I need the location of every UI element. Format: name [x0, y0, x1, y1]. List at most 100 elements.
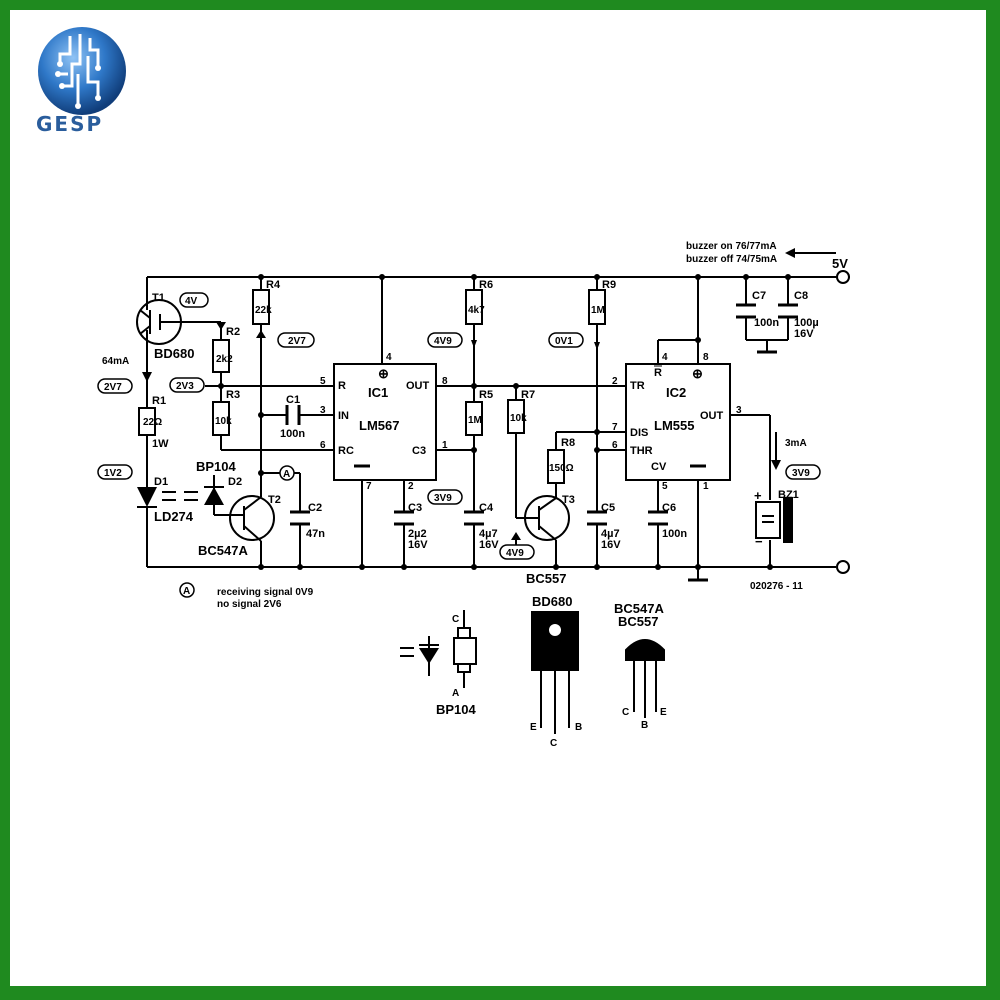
r6-value: 4k7	[468, 305, 485, 316]
bz1-plus: +	[754, 488, 762, 503]
d2-type: BP104	[196, 459, 237, 474]
bd680-package	[531, 611, 579, 734]
ic2-pin4: 4	[662, 352, 668, 363]
r2-label: R2	[226, 326, 240, 338]
ic2-pin-rbar: R	[654, 367, 662, 379]
ic1-pin1: 1	[442, 440, 448, 451]
bz1-minus: −	[755, 534, 763, 549]
r3-resistor	[212, 401, 230, 436]
r5-label: R5	[479, 389, 493, 401]
voltage-4v: 4V	[185, 296, 198, 307]
gesp-logo	[32, 24, 132, 144]
ic1-pin-r: R	[338, 380, 346, 392]
voltage-4v9-b: 4V9	[506, 548, 524, 559]
ic1-pin4: 4	[386, 352, 392, 363]
current-off-label: buzzer off 74/75mA	[686, 254, 777, 265]
r3-value: 10k	[215, 416, 232, 427]
t2-label: T2	[268, 494, 281, 506]
r6-resistor	[465, 289, 483, 325]
d2-label: D2	[228, 476, 242, 488]
ic1-pin-c3: C3	[412, 445, 426, 457]
c1-value: 100n	[280, 428, 305, 440]
c2-value: 47n	[306, 528, 325, 540]
c3-label: C3	[408, 502, 422, 514]
current-3ma: 3mA	[785, 438, 807, 449]
diagram-code: 020276 - 11	[750, 581, 803, 592]
ic1-pin8: 8	[442, 376, 448, 387]
bc-pin-c: C	[622, 707, 629, 718]
r1-resistor	[138, 407, 156, 436]
ic1-pin3: 3	[320, 405, 326, 416]
bp104-name: BP104	[436, 702, 477, 717]
d2-photodiode	[184, 486, 224, 505]
voltage-3v9-a: 3V9	[434, 493, 452, 504]
t2-transistor	[229, 495, 275, 542]
voltage-2v7-b: 2V7	[288, 336, 306, 347]
r9-label: R9	[602, 279, 616, 291]
ic1-pin-out: OUT	[406, 380, 430, 392]
ic1-pin-rc: RC	[338, 445, 354, 457]
ic1-plus: ⊕	[378, 366, 389, 381]
c6-value: 100n	[662, 528, 687, 540]
legend-receiving: receiving signal 0V9	[217, 587, 314, 598]
current-64ma: 64mA	[102, 356, 129, 367]
bc547a-name: BC547A	[614, 601, 664, 616]
r7-value: 10k	[510, 413, 527, 424]
schematic-frame: GESP	[10, 10, 986, 986]
ic2-pin-tr: TR	[630, 380, 645, 392]
voltage-3v9-b: 3V9	[792, 468, 810, 479]
ic1-pin6: 6	[320, 440, 326, 451]
ic1-type: LM567	[359, 418, 399, 433]
ic2-type: LM555	[654, 418, 694, 433]
r8-label: R8	[561, 437, 575, 449]
t1-label: T1	[152, 292, 165, 304]
ic2-pin1: 1	[703, 481, 709, 492]
d1-type: LD274	[154, 509, 194, 524]
ic2-pin6: 6	[612, 440, 618, 451]
r3-label: R3	[226, 389, 240, 401]
ic2-pin-thr: THR	[630, 445, 653, 457]
bd680-pin-e: E	[530, 722, 537, 733]
ic1-pin2: 2	[408, 481, 414, 492]
c6-label: C6	[662, 502, 676, 514]
bp104-pin-a: A	[452, 688, 459, 699]
r4-label: R4	[266, 279, 281, 291]
r6-label: R6	[479, 279, 493, 291]
c8-value: 100µ	[794, 317, 819, 329]
r2-value: 2k2	[216, 354, 233, 365]
c5-label: C5	[601, 502, 615, 514]
bd680-pin-b: B	[575, 722, 582, 733]
d1-led	[137, 487, 176, 508]
bp104-package	[400, 610, 477, 688]
voltage-2v7-a: 2V7	[104, 382, 122, 393]
c2-label: C2	[308, 502, 322, 514]
ic2-pin7: 7	[612, 422, 618, 433]
ic1-pin-in: IN	[338, 410, 349, 422]
r4-value: 22k	[255, 305, 272, 316]
c3-voltage: 16V	[408, 539, 428, 551]
voltage-1v2: 1V2	[104, 468, 122, 479]
bc-pin-b: B	[641, 720, 648, 731]
ic1-name: IC1	[368, 385, 388, 400]
ic2-pin-out: OUT	[700, 410, 724, 422]
c7-value: 100n	[754, 317, 779, 329]
legend-marker-a: A	[183, 586, 190, 597]
bz1-label: BZ1	[778, 489, 799, 501]
r5-resistor	[465, 401, 483, 436]
bp104-pin-c: C	[452, 614, 459, 625]
r1-label: R1	[152, 395, 166, 407]
bc-pin-e: E	[660, 707, 667, 718]
current-on-label: buzzer on 76/77mA	[686, 241, 777, 252]
r7-label: R7	[521, 389, 535, 401]
legend-no-signal: no signal 2V6	[217, 599, 282, 610]
voltage-4v9-a: 4V9	[434, 336, 452, 347]
bz1-buzzer	[755, 497, 793, 543]
c4-value: 4µ7	[479, 528, 498, 540]
c4-label: C4	[479, 502, 494, 514]
ic2-pin-dis: DIS	[630, 427, 648, 439]
ic1-pin7: 7	[366, 481, 372, 492]
voltage-2v3: 2V3	[176, 381, 194, 392]
c5-voltage: 16V	[601, 539, 621, 551]
ic2-pin-cv: CV	[651, 461, 667, 473]
bc557-name: BC557	[618, 614, 658, 629]
